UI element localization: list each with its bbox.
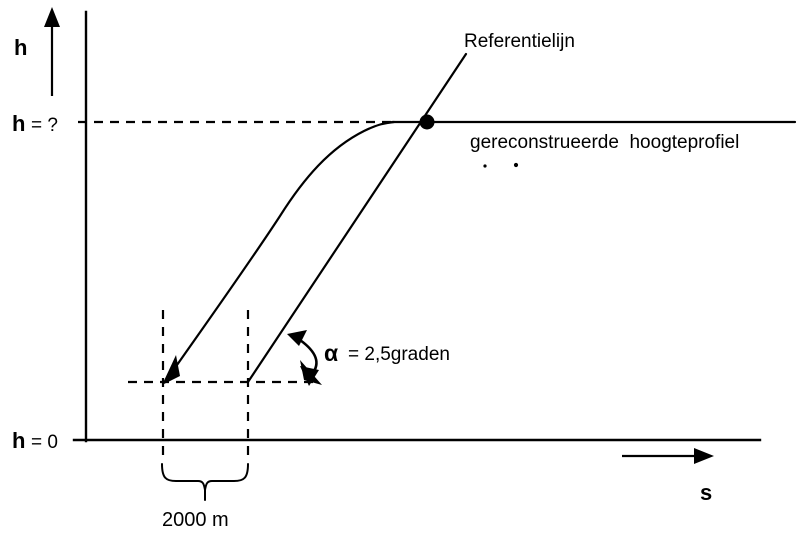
y-axis-symbol-label: h: [14, 35, 27, 60]
h-unknown-value: = ?: [31, 115, 58, 136]
h-unknown-label: h = ?: [12, 111, 58, 136]
angle-arrowhead-upper-icon: [287, 330, 307, 346]
height-profile-curve: [162, 120, 797, 385]
scan-artifact-dots: [483, 162, 519, 168]
h-direction-arrow: [44, 7, 60, 96]
h-zero-value: = 0: [31, 432, 58, 453]
angle-arrowhead-lower-icon: [300, 366, 319, 386]
h-zero-label: h = 0: [12, 428, 58, 453]
h-unknown-symbol: h: [12, 111, 25, 136]
angle-symbol: α: [324, 340, 338, 366]
reference-line-label: Referentielijn: [464, 31, 575, 52]
x-axis-symbol-label: s: [700, 480, 712, 505]
angle-label: α = 2,5graden: [324, 340, 450, 366]
axis-group: [72, 10, 762, 443]
reference-line: [246, 52, 468, 385]
s-direction-arrow: [622, 448, 714, 464]
intersection-point-marker: [419, 114, 435, 130]
h-zero-symbol: h: [12, 428, 25, 453]
h-arrowhead-icon: [44, 7, 60, 27]
distance-label: 2000 m: [162, 509, 229, 531]
distance-brace: [161, 463, 249, 501]
height-profile-label: gereconstrueerde hoogteprofiel: [470, 132, 739, 153]
profile-start-arrowhead-icon: [162, 355, 180, 385]
s-arrowhead-icon: [694, 448, 714, 464]
angle-arc-indicator: [287, 330, 319, 386]
offset-construction-lines: [128, 310, 320, 460]
angle-value: = 2,5graden: [348, 344, 450, 365]
